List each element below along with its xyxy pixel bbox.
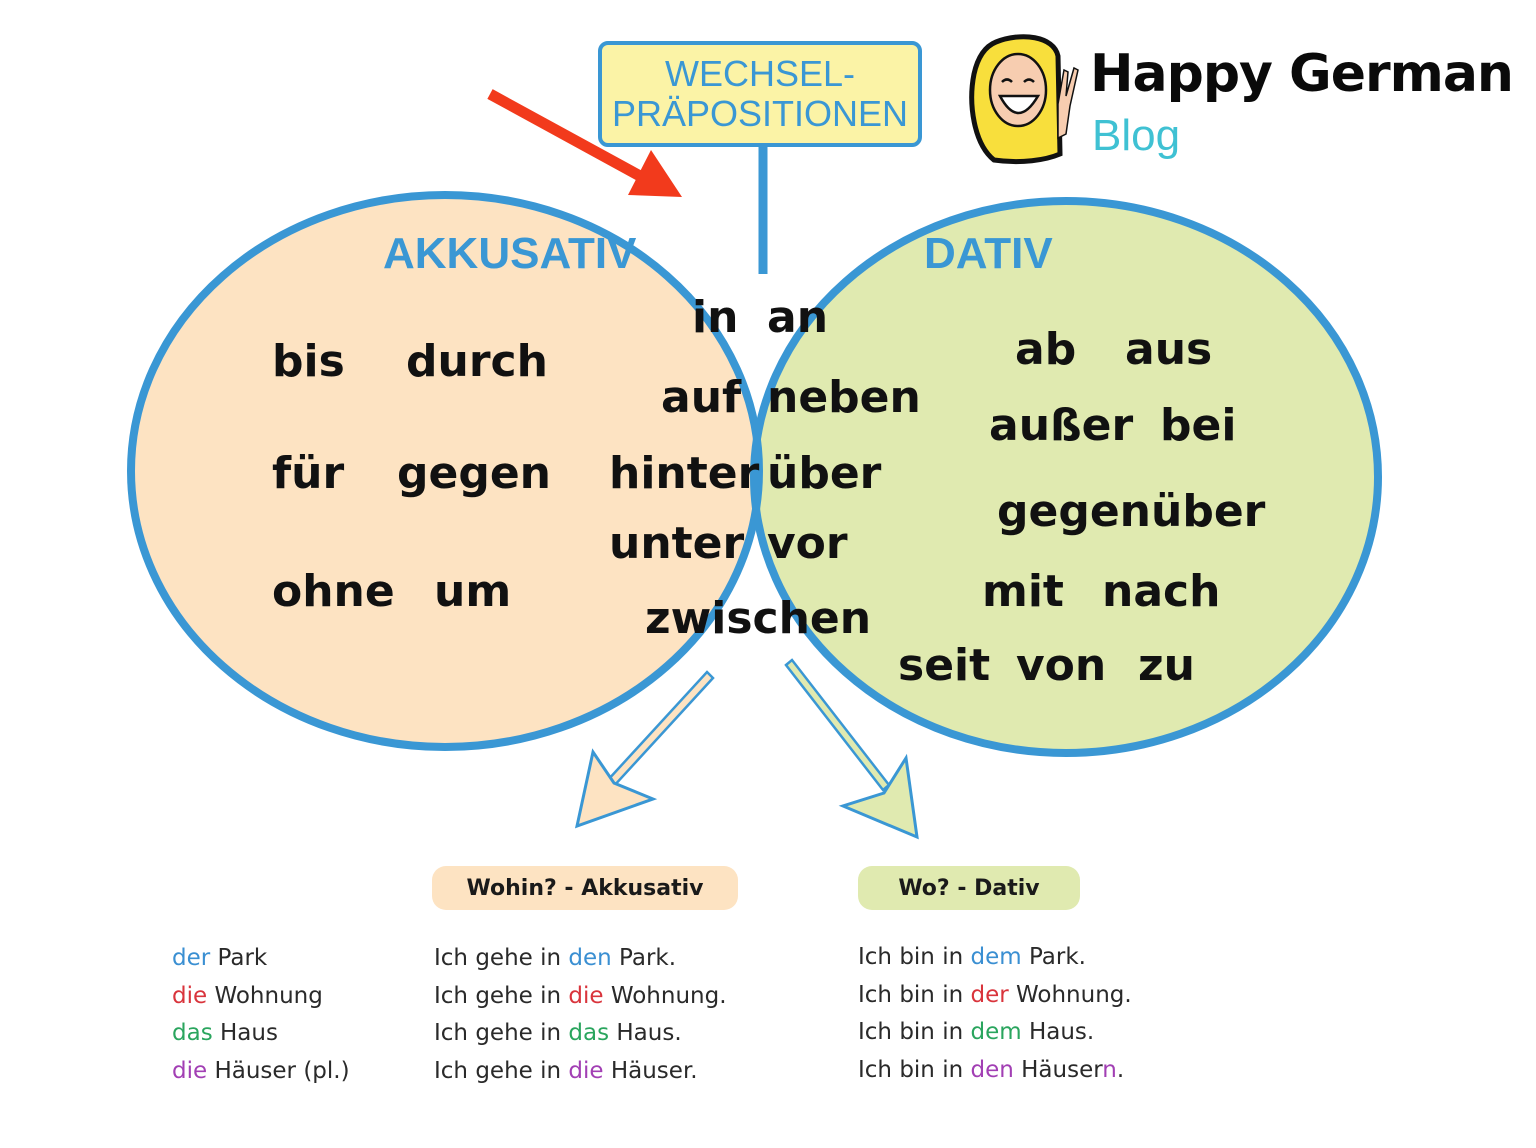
dativ-sentence: Ich bin in der Wohnung. (858, 977, 1132, 1015)
sentence-prefix: Ich gehe in (434, 945, 569, 971)
wechsel-word: vor (767, 518, 848, 569)
article-neuter: das (172, 1020, 213, 1046)
noun-example: die Häuser (pl.) (172, 1053, 350, 1091)
article-plural: den (970, 1056, 1014, 1083)
wechselpraepositionen-label: WECHSEL- PRÄPOSITIONEN (598, 41, 922, 147)
red-pointer-arrow-icon (487, 89, 682, 197)
smiling-girl-peace-sign-icon (969, 34, 1079, 165)
dativ-set (754, 201, 1378, 753)
article-neuter: das (568, 1020, 610, 1046)
akkusativ-word: gegen (397, 448, 551, 499)
article-plural: die (568, 1057, 604, 1084)
sentence-end: . (1116, 1056, 1125, 1083)
wohin-akkusativ-label: Wohin? - Akkusativ (432, 866, 738, 910)
sentence-rest: Häuser. (603, 1057, 698, 1084)
logo-subtitle: Blog (1092, 111, 1181, 160)
wo-dativ-label: Wo? - Dativ (858, 866, 1080, 910)
wechsel-word: in (692, 292, 739, 343)
dativ-word: nach (1102, 566, 1221, 617)
noun-text: Haus (212, 1020, 278, 1046)
sentence-prefix: Ich bin in (858, 944, 971, 970)
article-masculine: dem (970, 944, 1022, 970)
logo-title: Happy German (1090, 44, 1514, 104)
plural-dative-ending: n (1102, 1056, 1117, 1083)
box-line-1: WECHSEL- (664, 53, 856, 95)
wechsel-word: an (767, 292, 829, 343)
dativ-word: außer (989, 400, 1134, 451)
akkusativ-set (131, 195, 759, 747)
noun-examples: der Park die Wohnung das Haus die Häuser… (172, 940, 350, 1090)
dativ-word: seit (898, 640, 991, 691)
dativ-sentence: Ich bin in dem Haus. (858, 1014, 1132, 1052)
akkusativ-sentence: Ich gehe in die Wohnung. (434, 978, 727, 1016)
sentence-prefix: Ich bin in (858, 1056, 971, 1083)
sentence-rest: Wohnung. (603, 982, 727, 1009)
article-masculine: der (172, 945, 211, 971)
sentence-rest: Wohnung. (1008, 981, 1132, 1008)
wechsel-word: zwischen (645, 593, 872, 644)
sentence-rest: Haus. (609, 1020, 682, 1046)
akkusativ-word: ohne (272, 566, 395, 617)
akkusativ-word: durch (406, 336, 548, 387)
akkusativ-sentence: Ich gehe in die Häuser. (434, 1053, 727, 1091)
akkusativ-word: für (272, 448, 345, 499)
article-feminine: die (568, 982, 604, 1009)
happy-german-logo: Happy German Blog (966, 34, 1514, 174)
box-line-2: PRÄPOSITIONEN (611, 93, 909, 134)
dativ-sentence: Ich bin in dem Park. (858, 939, 1132, 977)
wechsel-word: unter (609, 518, 745, 569)
dativ-examples: Ich bin in dem Park. Ich bin in der Wohn… (858, 939, 1132, 1089)
article-feminine: der (970, 981, 1009, 1008)
akkusativ-examples: Ich gehe in den Park. Ich gehe in die Wo… (434, 940, 727, 1090)
dativ-word: ab (1015, 324, 1077, 375)
dativ-word: bei (1160, 400, 1237, 451)
article-masculine: den (568, 945, 612, 971)
noun-text: Park (210, 945, 268, 971)
sentence-prefix: Ich gehe in (434, 1057, 569, 1084)
dativ-word: zu (1138, 640, 1195, 691)
noun-example: der Park (172, 940, 350, 978)
article-neuter: dem (970, 1019, 1022, 1045)
sentence-prefix: Ich gehe in (434, 982, 569, 1009)
akkusativ-title: AKKUSATIV (383, 229, 637, 278)
wechsel-word: hinter (609, 448, 760, 499)
wechsel-word: neben (767, 372, 921, 423)
article-plural: die (172, 1057, 208, 1084)
dativ-title: DATIV (924, 229, 1053, 278)
noun-text: Wohnung (207, 982, 323, 1009)
akkusativ-sentence: Ich gehe in den Park. (434, 940, 727, 978)
dativ-word: gegenüber (997, 486, 1266, 537)
sentence-rest: Häuser (1013, 1056, 1103, 1083)
noun-text: Häuser (pl.) (207, 1057, 350, 1084)
akkusativ-word: um (434, 566, 512, 617)
sentence-rest: Park. (611, 945, 677, 971)
sentence-rest: Haus. (1021, 1019, 1095, 1045)
dativ-word: aus (1125, 324, 1213, 375)
wechsel-word: auf (661, 372, 742, 423)
akkusativ-sentence: Ich gehe in das Haus. (434, 1015, 727, 1053)
noun-example: das Haus (172, 1015, 350, 1053)
arrow-to-dativ-icon (784, 658, 919, 840)
arrow-to-akkusativ-icon (574, 670, 715, 829)
noun-example: die Wohnung (172, 978, 350, 1016)
sentence-rest: Park. (1021, 944, 1086, 970)
akkusativ-word: bis (272, 336, 345, 387)
dativ-word: mit (982, 566, 1064, 617)
wechsel-word: über (767, 448, 882, 499)
dativ-word: von (1016, 640, 1107, 691)
sentence-prefix: Ich bin in (858, 981, 971, 1008)
sentence-prefix: Ich gehe in (434, 1020, 569, 1046)
dativ-sentence: Ich bin in den Häusern. (858, 1052, 1132, 1090)
article-feminine: die (172, 982, 208, 1009)
sentence-prefix: Ich bin in (858, 1019, 971, 1045)
